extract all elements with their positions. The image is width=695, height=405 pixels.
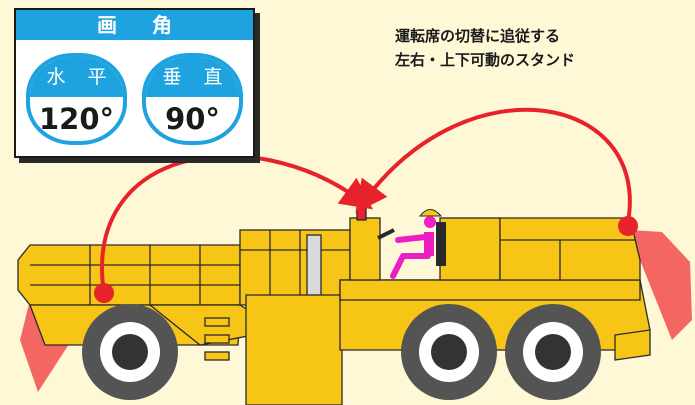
operator-figure-icon [390,209,446,279]
wheel-icon [401,304,497,400]
steering-wheel [377,228,395,240]
horizontal-value: 120° [38,102,115,136]
caption-line-1: 運転席の切替に追従する [395,27,561,45]
vertical-label: 垂 直 [146,57,239,97]
vertical-fov-badge: 垂 直 90° [142,53,243,145]
left-camera-dot-icon [94,283,114,303]
wheel-icon [82,304,178,400]
fov-title: 画 角 [16,10,253,40]
right-fov-cone [628,230,692,340]
horizontal-fov-badge: 水 平 120° [26,53,127,145]
vertical-value: 90° [165,102,220,136]
stand-caption: 運転席の切替に追従する 左右・上下可動のスタンド [395,24,575,72]
horizontal-label: 水 平 [30,57,123,97]
caption-line-2: 左右・上下可動のスタンド [395,51,576,69]
left-curved-arrow-icon [100,154,373,294]
right-camera-dot-icon [618,216,638,236]
wheel-icon [505,304,601,400]
field-of-view-card: 画 角 水 平 120° 垂 直 90° [14,8,255,158]
right-curved-arrow-icon [355,107,632,223]
